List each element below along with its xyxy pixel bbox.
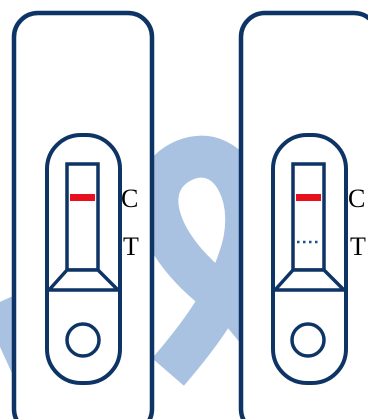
control-line (70, 194, 95, 201)
sample-pad-funnel (273, 268, 346, 292)
sample-pad-funnel (47, 268, 120, 292)
ribbon-loop (136, 135, 268, 386)
control-line (296, 194, 321, 201)
sample-well (65, 322, 101, 358)
test-cassette-left: C T (11, 10, 155, 419)
test-line-label: T (123, 232, 139, 261)
test-strip-window (65, 162, 100, 272)
sample-well (290, 322, 326, 358)
control-line-label: C (348, 184, 365, 213)
test-cassette-right: C T (238, 10, 368, 419)
test-line-label: T (350, 232, 366, 261)
control-line-label: C (121, 184, 138, 213)
test-strip-window (291, 162, 326, 272)
